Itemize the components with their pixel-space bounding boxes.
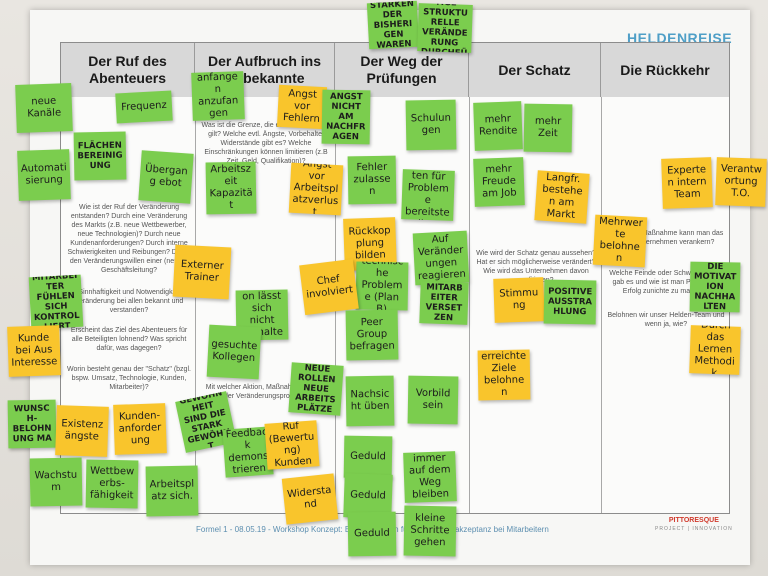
sticky-note[interactable]: MITARBEITER FÜHLEN SICH KONTROLLIERT [28, 274, 84, 330]
question-text: Mit welcher Aktion, Maßnahme beginnt der… [205, 384, 327, 400]
sticky-note[interactable]: Wettbewerbs-fähigkeit [85, 459, 139, 509]
logo-name: PITTORESQUE [668, 517, 719, 524]
question-text: Die Sinnhaftigkeit und Notwendigkeit der… [65, 289, 193, 314]
sticky-note[interactable]: Existenzängste [55, 405, 109, 457]
sticky-note[interactable]: Geduld [347, 511, 397, 557]
sticky-note[interactable]: kleine Schritte gehen [403, 505, 457, 557]
sticky-note[interactable]: Kunde bei Aus Interesse [7, 325, 61, 377]
sticky-note[interactable]: gesuchte Kollegen [206, 324, 262, 380]
sticky-note[interactable]: neue Kanäle [15, 83, 73, 133]
sticky-note[interactable]: NEUE ROLLEN NEUE ARBEITSPLÄTZE [288, 362, 344, 416]
question-text: Welche Feinde oder Schwierigkeiten gab e… [609, 270, 723, 295]
sticky-note[interactable]: Übergang ebot [138, 150, 194, 204]
sticky-note[interactable]: Angst vor Fehlern [276, 84, 328, 130]
sticky-note[interactable]: immer auf dem Weg bleiben [403, 451, 457, 503]
sticky-note[interactable]: erreichte Ziele belohnen [477, 349, 531, 401]
sticky-note[interactable]: DIE MOTIVATION NACHHALTEN [689, 261, 741, 313]
sticky-note[interactable]: Externer Trainer [172, 244, 232, 300]
column-divider [469, 97, 470, 513]
column-header-1: Der Ruf des Abenteuers [61, 43, 195, 97]
sticky-note[interactable]: Chef involviert [299, 258, 359, 316]
sticky-note[interactable]: Ruf (Bewertung) Kunden [264, 420, 320, 470]
question-text: Worin besteht genau der "Schatz" (bzgl. … [67, 366, 191, 391]
question-text: Belohnen wir unser Helden-Team und wenn … [607, 312, 725, 328]
sticky-note[interactable]: Mehrwerte belohnen [592, 214, 648, 268]
sticky-note[interactable]: Arbeitsplatz sich. [145, 465, 199, 517]
sticky-note[interactable]: mehr Zeit [523, 103, 573, 153]
question-text: Wie ist der Ruf der Veränderung entstand… [67, 204, 191, 274]
sticky-note[interactable]: Wachstum [29, 457, 83, 507]
sticky-note[interactable]: Peer Group befragen [345, 309, 399, 361]
question-text: Erscheint das Ziel des Abenteuers für al… [70, 327, 188, 352]
sticky-note[interactable]: NACHHALTIGE STRUKTURELLE VERÄNDERUNG DUR… [417, 3, 473, 53]
question-text: Was ist die Grenze, die es zu überwinden… [201, 122, 331, 165]
sticky-note[interactable]: mehr Freude am Job [473, 157, 525, 207]
logo-tagline: PROJECT | INNOVATION [655, 526, 733, 532]
sticky-note[interactable]: Arbeitszeit Kapazität [205, 161, 257, 215]
sticky-note[interactable]: MITARBEITER VERSETZEN [419, 281, 469, 325]
sticky-note[interactable]: Automatisierung [17, 149, 71, 201]
sticky-note[interactable]: mehr Rendite [473, 101, 523, 151]
sticky-note[interactable]: POSITIVE AUSSTRAHLUNG [543, 279, 597, 325]
sticky-note[interactable]: Schulungen [405, 99, 457, 151]
sticky-note[interactable]: Langfr. bestehen am Markt [534, 170, 590, 224]
sticky-note[interactable]: Nachsicht üben [345, 375, 395, 427]
column-divider [195, 97, 196, 513]
company-logo: PITTORESQUE PROJECT | INNOVATION [655, 517, 733, 533]
sticky-note[interactable]: Vorbild sein [407, 375, 459, 425]
sticky-note[interactable]: Geduld [343, 435, 393, 479]
sticky-note[interactable]: ANGST NICHT AM NACHFRAGEN [321, 89, 371, 145]
sticky-note[interactable]: Stimmung [493, 277, 545, 323]
column-header-5: Die Rückkehr [601, 43, 729, 97]
sticky-note[interactable]: SCHWÄCHEN + STÄRKEN DER BISHERIGEN WAREN… [366, 0, 420, 50]
sticky-note[interactable]: anfangen anzufangen [191, 71, 245, 121]
sticky-note[interactable]: Frequenz [115, 90, 173, 124]
column-divider [601, 97, 602, 513]
question-text: Welche Maßnahme kann man das im Unterneh… [616, 230, 724, 246]
column-header-4: Der Schatz [469, 43, 601, 97]
sticky-note[interactable]: Auf Veränderungen reagieren [412, 230, 470, 286]
sticky-note[interactable]: FLÄCHEN BEREINIGUNG [73, 131, 127, 181]
sticky-note[interactable]: Kunden-anforderung [113, 403, 167, 455]
sticky-note[interactable]: Experten intern Team [661, 157, 713, 209]
sticky-note[interactable]: technische Probleme (Plan B) [355, 261, 409, 311]
sticky-note[interactable]: WUNSCH-BELOHNUNG MA [7, 399, 57, 449]
sticky-note[interactable]: Kapazitäten für Probleme bereitstellen [401, 169, 455, 221]
sticky-note[interactable]: Angst vor Arbeitsplatzverlust [288, 162, 344, 216]
sticky-note[interactable]: Durch das Lernen Methodik [689, 325, 741, 375]
sticky-note[interactable]: Verantwortung T.O. [715, 157, 767, 207]
sticky-note[interactable]: Fehler zulassen [347, 155, 397, 205]
sticky-note[interactable]: Widerstand [281, 473, 339, 525]
